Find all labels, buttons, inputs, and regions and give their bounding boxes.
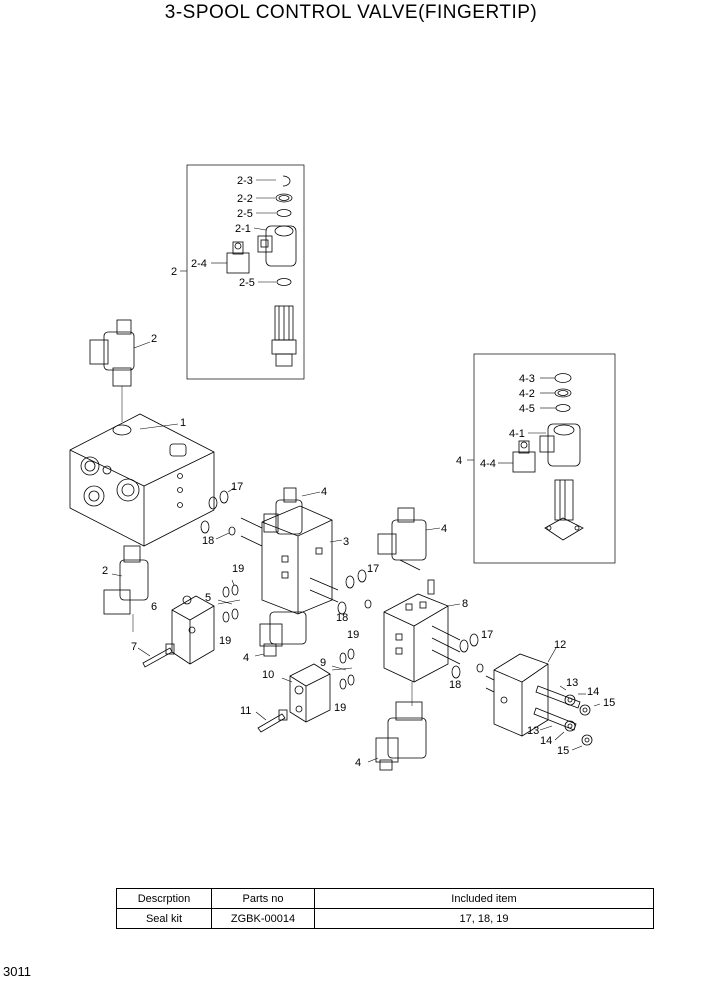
o-ring-2-5-upper bbox=[276, 209, 292, 217]
callout-4-d: 4 bbox=[355, 757, 361, 769]
coil-4-1 bbox=[539, 423, 581, 467]
callout-2-2: 2-2 bbox=[237, 193, 253, 205]
callout-19-b: 19 bbox=[219, 635, 231, 647]
table-header-row: Descrption Parts no Included item bbox=[116, 888, 654, 909]
callout-9: 9 bbox=[320, 657, 326, 669]
snap-ring-2-3 bbox=[282, 175, 291, 187]
callout-19-c: 19 bbox=[347, 629, 359, 641]
callout-17-a: 17 bbox=[231, 481, 243, 493]
column-header-included-item: Included item bbox=[314, 888, 654, 909]
callout-2-3: 2-3 bbox=[237, 175, 253, 187]
callout-2-1: 2-1 bbox=[235, 223, 251, 235]
coil-2-1 bbox=[257, 225, 297, 267]
solenoid-valve-2-top bbox=[89, 319, 151, 387]
connector-2-4 bbox=[226, 241, 250, 274]
callout-4-b: 4 bbox=[441, 523, 447, 535]
page-title: 3-SPOOL CONTROL VALVE(FINGERTIP) bbox=[164, 2, 538, 23]
callout-19-a: 19 bbox=[232, 563, 244, 575]
solenoid-4-on-section-3 bbox=[263, 487, 303, 535]
callout-13-a: 13 bbox=[566, 677, 578, 689]
bolt-11 bbox=[257, 709, 288, 733]
callout-4-2: 4-2 bbox=[519, 388, 535, 400]
main-block-1 bbox=[69, 413, 215, 547]
page-number: 3011 bbox=[3, 964, 31, 979]
callout-4-a: 4 bbox=[321, 486, 327, 498]
callout-18-a: 18 bbox=[202, 535, 214, 547]
callout-4-detail: 4 bbox=[456, 455, 462, 467]
callout-2-left: 2 bbox=[102, 565, 108, 577]
callout-19-d: 19 bbox=[334, 702, 346, 714]
bolt-7 bbox=[142, 643, 175, 668]
callout-2-5-upper: 2-5 bbox=[237, 208, 253, 220]
callout-6: 6 bbox=[151, 601, 157, 613]
column-header-parts-no: Parts no bbox=[211, 888, 315, 909]
solenoid-valve-2-left bbox=[103, 545, 149, 615]
cartridge-4 bbox=[544, 479, 584, 541]
callout-5: 5 bbox=[205, 592, 211, 604]
callout-17-b: 17 bbox=[367, 563, 379, 575]
cell-description: Seal kit bbox=[116, 908, 212, 929]
end-plate-12 bbox=[485, 653, 549, 737]
callout-1: 1 bbox=[180, 417, 186, 429]
callout-2-4: 2-4 bbox=[191, 258, 207, 270]
callout-12: 12 bbox=[554, 639, 566, 651]
cell-parts-no: ZGBK-00014 bbox=[211, 908, 315, 929]
callout-4-5: 4-5 bbox=[519, 403, 535, 415]
callout-4-1: 4-1 bbox=[509, 428, 525, 440]
callout-2-detail: 2 bbox=[171, 266, 177, 278]
callout-15-b: 15 bbox=[557, 745, 569, 757]
callout-4-c: 4 bbox=[243, 652, 249, 664]
valve-section-3 bbox=[240, 505, 339, 615]
callout-13-b: 13 bbox=[527, 725, 539, 737]
valve-section-8 bbox=[383, 579, 461, 683]
callout-18-c: 18 bbox=[449, 679, 461, 691]
callout-2-top: 2 bbox=[151, 333, 157, 345]
detail-box-2 bbox=[186, 164, 305, 380]
callout-14-a: 14 bbox=[587, 686, 599, 698]
callout-15-a: 15 bbox=[603, 697, 615, 709]
o-ring-2-5-lower bbox=[276, 278, 292, 286]
callout-4-3: 4-3 bbox=[519, 373, 535, 385]
detail-box-4 bbox=[473, 353, 616, 564]
solenoid-4-bottom bbox=[375, 701, 427, 771]
callout-8: 8 bbox=[462, 598, 468, 610]
seal-kit-table: Descrption Parts no Included item Seal k… bbox=[116, 888, 654, 929]
solenoid-4-lower bbox=[259, 611, 307, 657]
block-6 bbox=[171, 595, 215, 665]
callout-3: 3 bbox=[343, 536, 349, 548]
connector-4-4 bbox=[512, 440, 536, 473]
block-10 bbox=[289, 663, 331, 723]
callout-17-c: 17 bbox=[481, 629, 493, 641]
stud-13-upper bbox=[535, 685, 581, 709]
callout-7: 7 bbox=[131, 641, 137, 653]
callout-11: 11 bbox=[240, 705, 251, 717]
callout-14-b: 14 bbox=[540, 735, 552, 747]
callout-4-4: 4-4 bbox=[480, 458, 496, 470]
stud-13-lower bbox=[533, 707, 577, 731]
callout-2-5-lower: 2-5 bbox=[239, 277, 255, 289]
washer-2-2 bbox=[275, 193, 293, 203]
column-header-description: Descrption bbox=[116, 888, 212, 909]
callout-10: 10 bbox=[262, 669, 274, 681]
solenoid-4-right bbox=[377, 507, 427, 571]
cell-included-item: 17, 18, 19 bbox=[314, 908, 654, 929]
callout-18-b: 18 bbox=[336, 612, 348, 624]
table-row: Seal kit ZGBK-00014 17, 18, 19 bbox=[116, 908, 654, 929]
cartridge-2 bbox=[271, 305, 297, 367]
